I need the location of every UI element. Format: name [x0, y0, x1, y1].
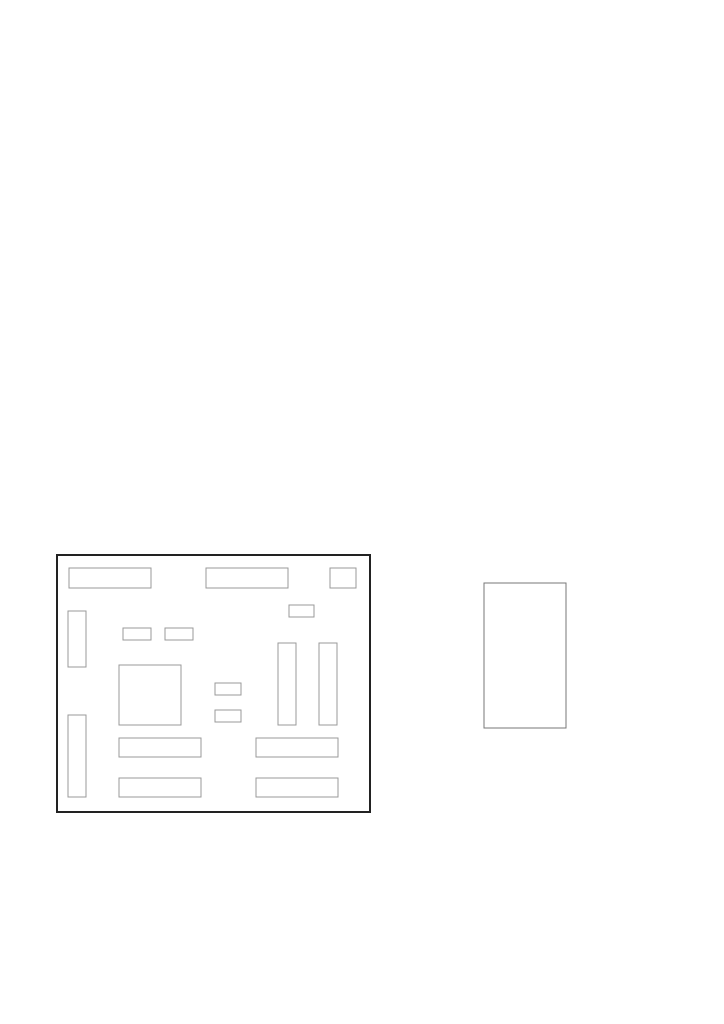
- sushi-exp-board: [56, 554, 371, 813]
- esp32-devkitc-module: [483, 582, 567, 729]
